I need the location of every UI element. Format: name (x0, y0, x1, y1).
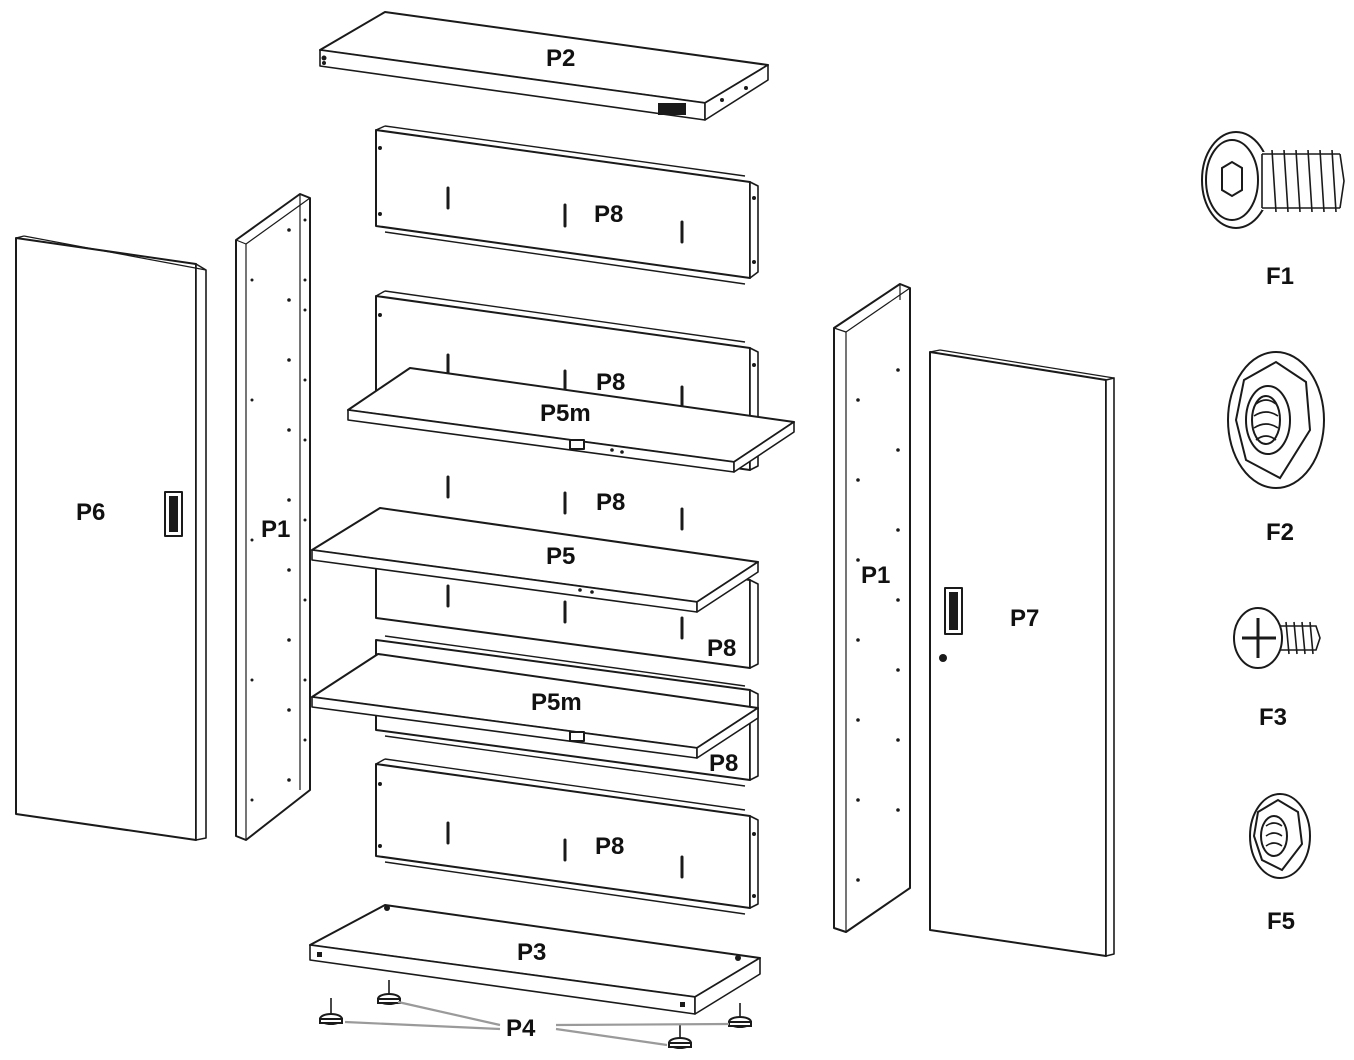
label-p5m-lower: P5m (531, 689, 582, 716)
side-panel-p1-left: P1 (235, 193, 311, 841)
label-p8-4: P8 (707, 635, 736, 662)
back-panel-p8-6: P8 (375, 758, 759, 915)
shelf-p5-center: P5 (311, 507, 759, 613)
label-p8-2: P8 (596, 369, 625, 396)
label-p8-1: P8 (594, 201, 623, 228)
bottom-panel-p3: P3 (309, 904, 761, 1015)
p1-left-holes (250, 218, 307, 802)
foot-4 (728, 1003, 752, 1028)
label-f3: F3 (1259, 704, 1287, 731)
label-p1-left: P1 (261, 516, 290, 543)
foot-3 (668, 1024, 692, 1049)
label-f2: F2 (1266, 519, 1294, 546)
feet-p4: P4 (319, 980, 752, 1049)
label-p8-5: P8 (709, 750, 738, 777)
label-p3: P3 (517, 939, 546, 966)
door-p7-right: P7 (929, 349, 1115, 957)
door-p6-left: P6 (15, 235, 207, 841)
side-panel-p1-right: P1 (833, 283, 911, 933)
foot-1 (319, 998, 343, 1025)
shelf-p5m-upper: P5m (347, 367, 795, 473)
label-p1-right: P1 (861, 562, 890, 589)
fastener-f5-nut: F5 (1249, 793, 1311, 935)
label-p7: P7 (1010, 605, 1039, 632)
shelf-p5m-lower: P5m (311, 653, 759, 759)
back-panel-p8-1: P8 (375, 125, 759, 285)
label-p6: P6 (76, 499, 105, 526)
foot-2 (377, 980, 401, 1005)
label-p4: P4 (506, 1015, 536, 1042)
label-f1: F1 (1266, 263, 1294, 290)
label-p8-3: P8 (596, 489, 625, 516)
label-p8-6: P8 (595, 833, 624, 860)
fastener-f2-nut: F2 (1227, 351, 1325, 546)
label-f5: F5 (1267, 908, 1295, 935)
label-p2: P2 (546, 45, 575, 72)
top-panel-p2: P2 (319, 11, 769, 121)
label-p5m-upper: P5m (540, 400, 591, 427)
fastener-f3-screw: F3 (1233, 607, 1321, 731)
fastener-f1-bolt: F1 (1201, 131, 1346, 290)
label-p5-center: P5 (546, 543, 575, 570)
p1-right-holes (856, 368, 900, 882)
